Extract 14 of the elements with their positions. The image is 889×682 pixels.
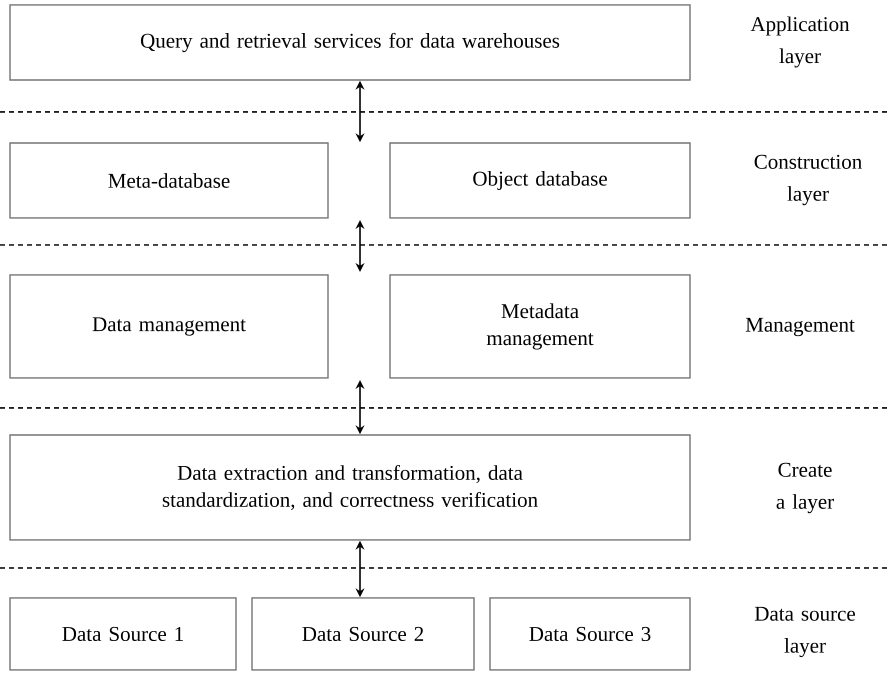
layer-box: Object database — [389, 142, 691, 219]
layer-label: Data source layer — [754, 606, 855, 658]
layer-box: Data management — [9, 274, 329, 379]
layer-label: Construction layer — [754, 154, 862, 206]
layer-box: Data Source 3 — [489, 597, 691, 671]
layer-box: Query and retrieval services for data warehouses — [9, 4, 691, 81]
layer-box: Data Source 2 — [251, 597, 475, 671]
layer-box: Metadata management — [389, 274, 691, 379]
layer-box: Data extraction and transformation, data standardization, and correctness verification — [9, 434, 691, 541]
layer-label: Create a layer — [776, 462, 834, 514]
layer-label: Application layer — [750, 16, 850, 68]
layer-box: Data Source 1 — [9, 597, 237, 671]
layer-box: Meta-database — [9, 142, 329, 219]
layer-label: Management — [746, 318, 855, 336]
